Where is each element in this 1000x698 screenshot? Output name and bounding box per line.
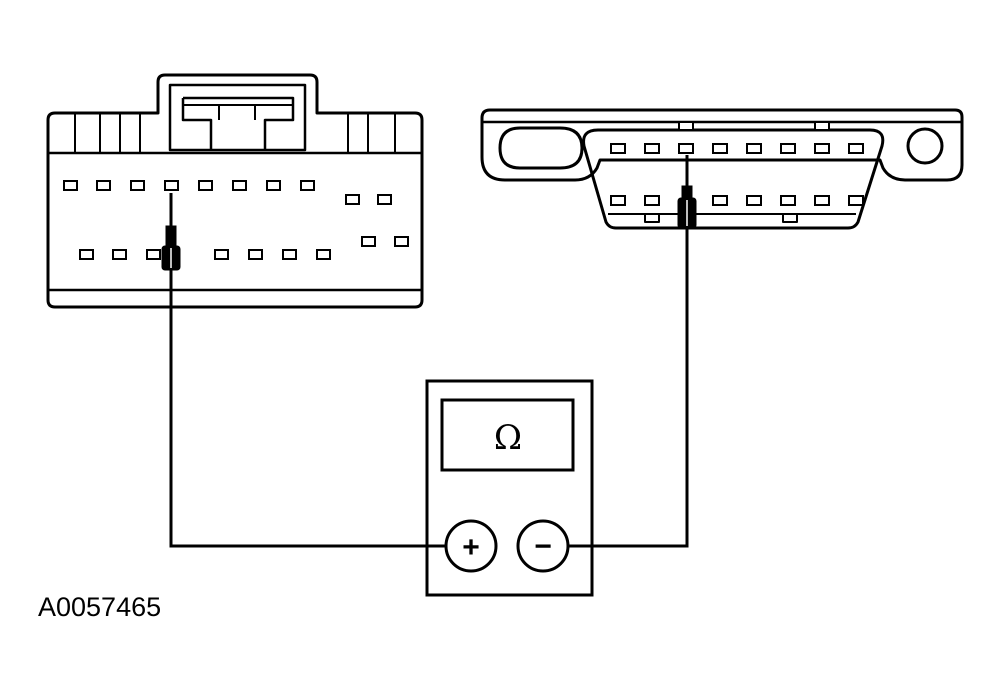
negative-test-lead [568, 155, 689, 548]
module-connector-latch [168, 83, 307, 152]
pin-slot [746, 143, 762, 154]
ohmmeter [425, 379, 594, 597]
pin-slot [394, 236, 409, 247]
pin-slot [96, 180, 111, 191]
pin-slot [345, 194, 360, 205]
pin-slot [361, 236, 376, 247]
test-leads [169, 155, 689, 548]
pin-slot [848, 143, 864, 154]
pin-slot [266, 180, 281, 191]
figure-reference-code: A0057465 [38, 592, 162, 622]
pin-slot [164, 180, 179, 191]
pin-slot [746, 195, 762, 206]
pin-slot [610, 195, 626, 206]
dlc-mounting-slot [498, 126, 584, 170]
pin-slot [300, 180, 315, 191]
dlc-flange [480, 108, 964, 182]
module-connector-ribs [74, 113, 396, 152]
pin-slot [644, 195, 660, 206]
pin-slot [198, 180, 213, 191]
test-probe-icon [677, 185, 697, 229]
ohm-symbol: Ω [494, 418, 522, 458]
module-connector [46, 73, 424, 309]
pin-slot [316, 249, 331, 260]
pin-slot [79, 249, 94, 260]
pin-slot [848, 195, 864, 206]
pin-slot [644, 143, 660, 154]
pin-slot [610, 143, 626, 154]
pin-slot [780, 195, 796, 206]
test-probe-icon [161, 225, 181, 271]
module-connector-housing [46, 73, 424, 309]
module-connector-upper-pins [63, 180, 392, 205]
module-connector-lower-pins [79, 236, 409, 260]
pin-slot [214, 249, 229, 260]
data-link-connector [480, 108, 964, 230]
probe-tips [161, 185, 697, 271]
pin-slot [282, 249, 297, 260]
ohmmeter-display [440, 398, 575, 472]
pin-slot [248, 249, 263, 260]
positive-test-lead [169, 193, 446, 548]
dlc-upper-pins [610, 143, 864, 154]
pin-slot [63, 180, 78, 191]
dlc-mounting-hole [906, 127, 944, 165]
pin-slot [232, 180, 247, 191]
dlc-face [582, 128, 885, 230]
pin-slot [814, 195, 830, 206]
positive-terminal-symbol: + [462, 531, 480, 564]
pin-slot [712, 195, 728, 206]
pin-slot [814, 143, 830, 154]
pin-slot [678, 143, 694, 154]
pin-slot [377, 194, 392, 205]
ohmmeter-body [425, 379, 594, 597]
pin-slot [780, 143, 796, 154]
pin-slot [712, 143, 728, 154]
dlc-lower-pins [610, 195, 864, 206]
pin-slot [130, 180, 145, 191]
negative-terminal-symbol: − [534, 530, 552, 563]
pin-slot [146, 249, 161, 260]
pin-slot [112, 249, 127, 260]
